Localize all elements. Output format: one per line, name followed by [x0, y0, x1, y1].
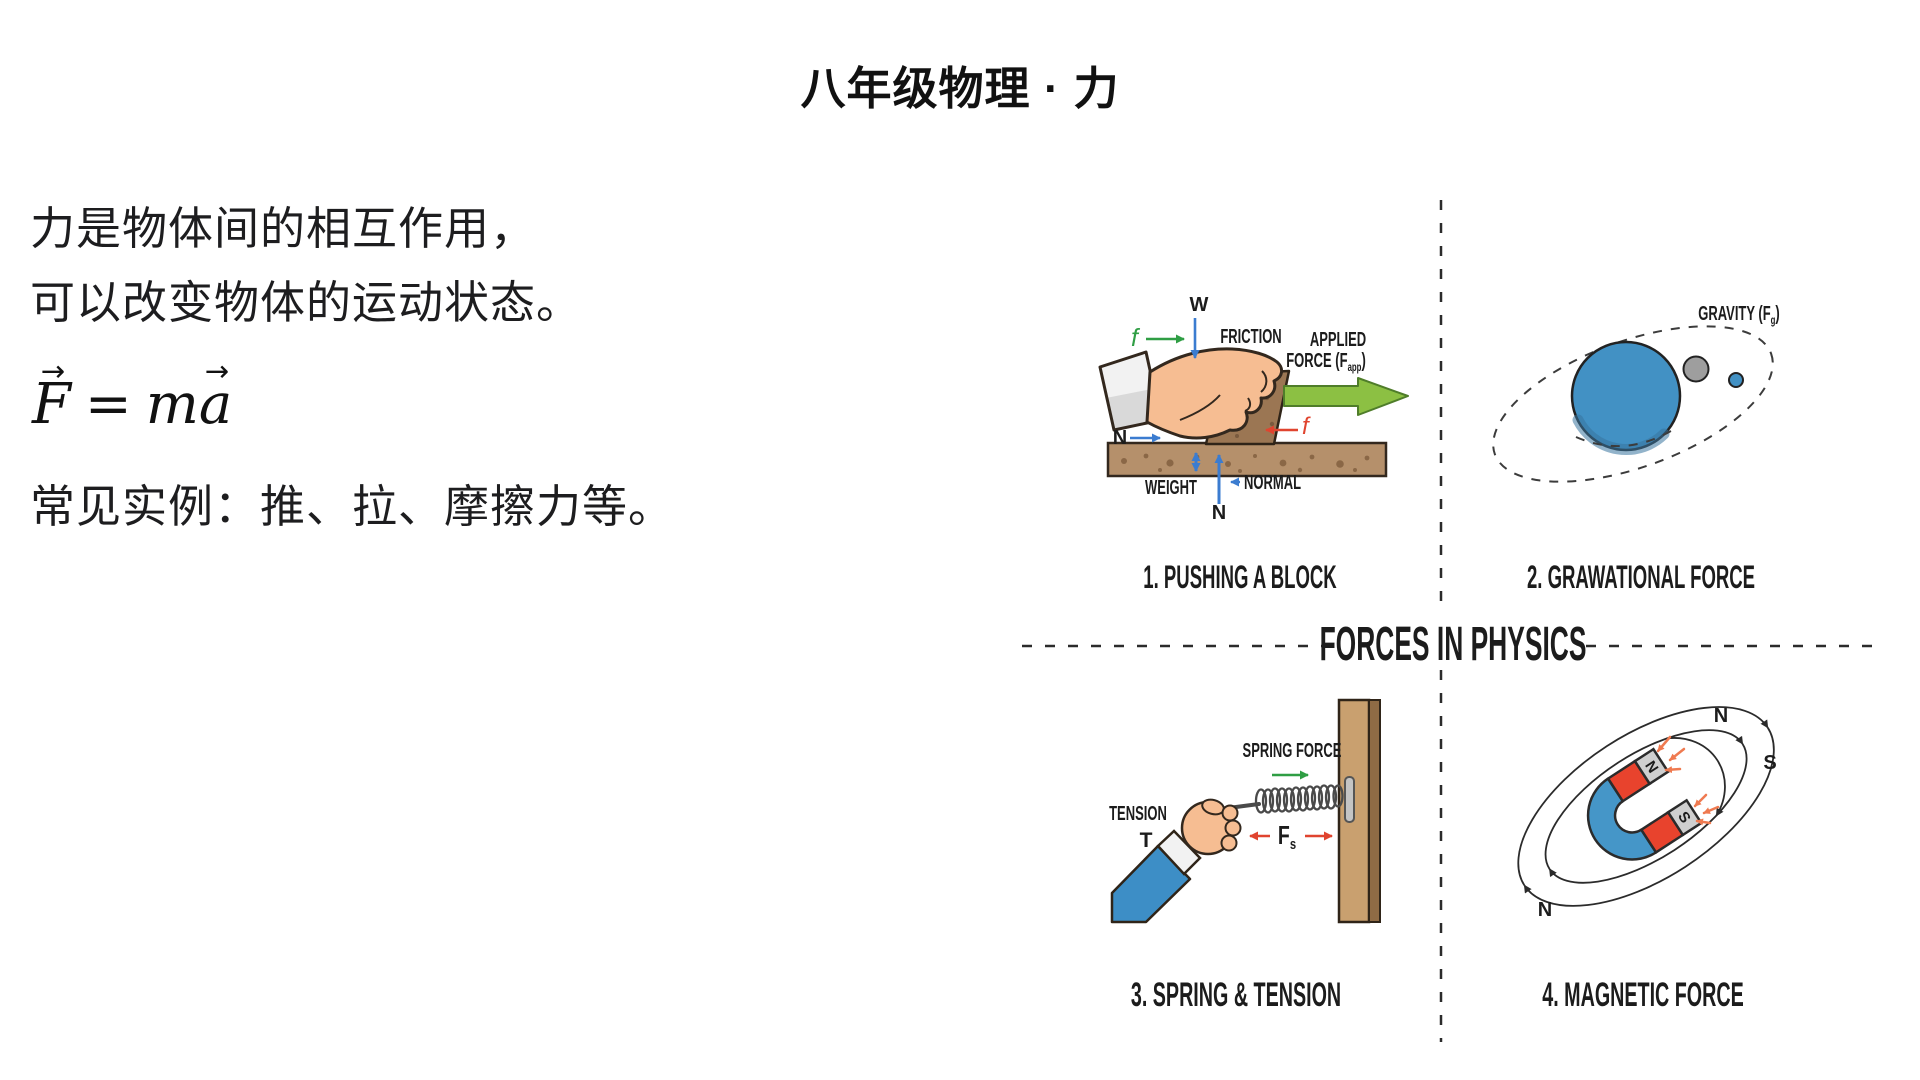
caption-gravity: 2. GRAWATIONAL FORCE [1527, 559, 1755, 596]
normal-label: NORMAL [1244, 471, 1301, 494]
gravity-label: GRAVITY (Fg) [1698, 302, 1780, 327]
tension-t-label: T [1140, 829, 1153, 852]
wall-plank-dark [1368, 699, 1381, 923]
panel-pushing-a-block: W f FRICTION APPLIED FORCE (Fapp) f N WE… [1098, 294, 1409, 596]
figure-title: FORCES IN PHYSICS [1320, 618, 1587, 671]
vector-arrow-a: → [204, 353, 230, 388]
f-top-label: f [1131, 324, 1141, 352]
pushing-hand [1098, 347, 1283, 440]
n-left-label: N [1113, 427, 1127, 449]
field-n-top-label: N [1714, 705, 1728, 727]
fs-label: Fs [1278, 820, 1296, 852]
caption-spring: 3. SPRING & TENSION [1131, 975, 1341, 1013]
weight-label: WEIGHT [1145, 476, 1198, 499]
divider-lines [1022, 200, 1874, 1042]
orbit-ellipse [1492, 325, 1774, 483]
w-label: W [1190, 294, 1209, 316]
moon [1682, 355, 1710, 383]
panel-magnetic-force: N S N S N 4. MAGNETIC FORCE [1517, 705, 1777, 1013]
hand-shape [1145, 347, 1283, 440]
sleeve-cuff [1156, 829, 1202, 876]
small-satellite [1728, 372, 1744, 388]
planet-shade [1572, 414, 1670, 456]
page-title: 八年级物理 · 力 [800, 63, 1120, 114]
pulling-hand [1110, 798, 1242, 924]
magnet-tip-n [1633, 747, 1670, 786]
applied-label-line1: APPLIED [1310, 328, 1366, 351]
horseshoe-magnet: N S [1586, 747, 1704, 861]
panel-spring-tension: SPRING FORCE TENSION T Fs 3. SPRING & TE… [1109, 698, 1381, 1013]
formula-f-equals-ma: F→=ma→ [32, 353, 233, 437]
n-bottom-label: N [1212, 502, 1226, 524]
spring-force-label: SPRING FORCE [1243, 739, 1342, 762]
field-n-bottom-label: N [1538, 899, 1552, 921]
f-side-label: f [1302, 413, 1311, 440]
spring-bracket [1344, 776, 1355, 823]
vector-arrow-f: → [40, 353, 66, 388]
note-line-1: 力是物体间的相互作用， [30, 203, 537, 254]
friction-label: FRICTION [1220, 325, 1281, 348]
note-line-3: 常见实例：推、拉、摩擦力等。 [30, 481, 675, 532]
panel-gravitational-force: GRAVITY (Fg) 2. GRAWATIONAL FORCE [1492, 302, 1780, 596]
magnet-tip-s [1666, 798, 1704, 837]
magnet-bend [1586, 777, 1658, 861]
caption-pushing: 1. PUSHING A BLOCK [1143, 559, 1336, 596]
tension-label: TENSION [1109, 802, 1167, 825]
magnetic-field-lines [1517, 706, 1775, 907]
caption-magnetic: 4. MAGNETIC FORCE [1542, 975, 1744, 1013]
forces-in-physics-figure: FORCES IN PHYSICS [1022, 200, 1874, 1042]
note-line-2: 可以改变物体的运动状态。 [30, 277, 583, 328]
applied-label-line2: FORCE (Fapp) [1286, 349, 1366, 374]
applied-force-arrow [1283, 377, 1409, 416]
field-sparks [1656, 735, 1720, 826]
orbit-front-dashes [1575, 427, 1677, 448]
ground [1106, 441, 1388, 478]
field-s-right-label: S [1763, 752, 1776, 774]
